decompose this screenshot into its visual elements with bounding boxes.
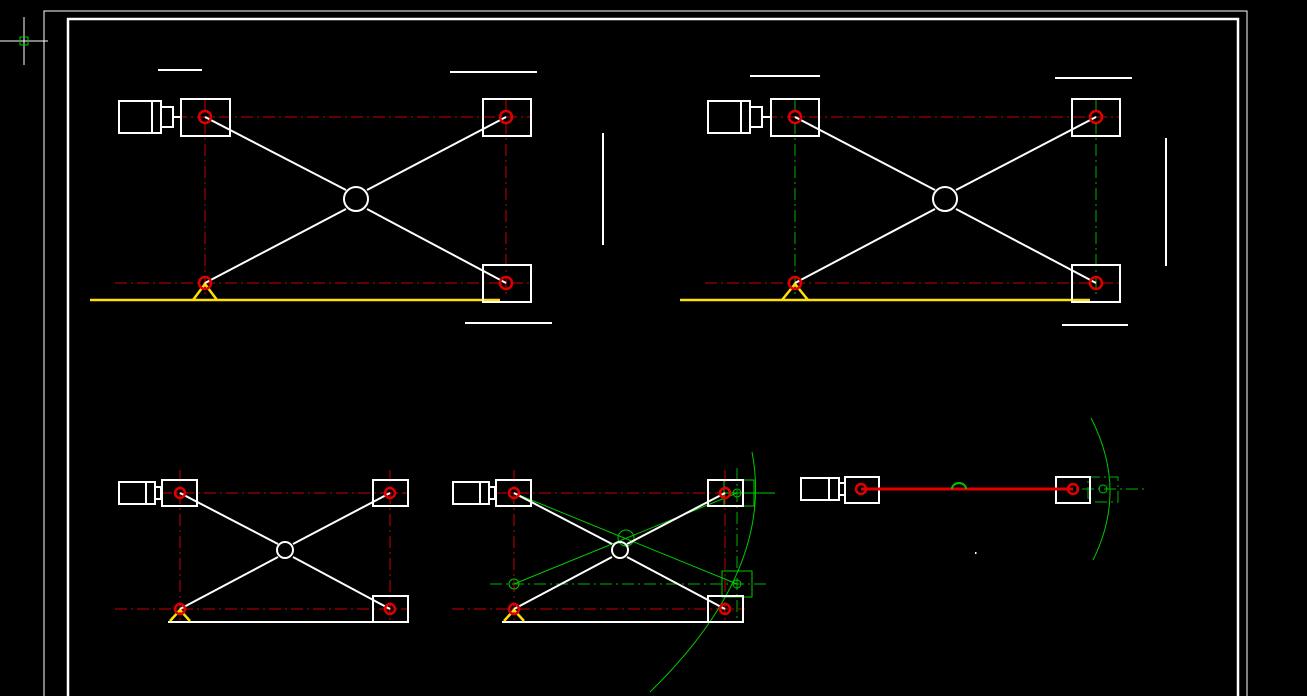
scissor-arm[interactable] <box>292 492 391 545</box>
construction-slider <box>1087 476 1119 503</box>
outer-border-frame <box>43 10 1248 696</box>
pivot-point[interactable] <box>498 109 514 125</box>
slider-block[interactable] <box>482 264 532 303</box>
scissor-arm[interactable] <box>794 116 936 191</box>
slider-block[interactable] <box>1071 98 1121 137</box>
pivot-point[interactable] <box>383 486 397 500</box>
slider-block[interactable] <box>707 479 744 507</box>
construction-arm <box>513 492 738 585</box>
scissor-arm[interactable] <box>955 116 1097 191</box>
pivot-point[interactable] <box>718 486 732 500</box>
fixed-support-icon <box>781 282 809 301</box>
pivot-point[interactable] <box>197 275 213 291</box>
slider-block[interactable] <box>707 595 744 623</box>
pivot-point[interactable] <box>173 602 187 616</box>
pivot-point[interactable] <box>1088 275 1104 291</box>
pivot-point[interactable] <box>787 109 803 125</box>
hydraulic-cylinder[interactable] <box>707 100 751 134</box>
view-1-scissor-mechanism[interactable] <box>90 69 604 324</box>
pivot-point[interactable] <box>197 109 213 125</box>
pivot-point[interactable] <box>718 602 732 616</box>
scissor-arm[interactable] <box>626 492 726 545</box>
center-pivot-joint[interactable] <box>951 482 967 490</box>
center-pivot-joint[interactable] <box>932 186 958 212</box>
slider-block[interactable] <box>372 479 409 507</box>
scissor-arm[interactable] <box>204 116 347 191</box>
pivot-point[interactable] <box>787 275 803 291</box>
hydraulic-cylinder[interactable] <box>800 477 840 501</box>
hydraulic-cylinder[interactable] <box>452 481 490 505</box>
scissor-arm[interactable] <box>955 208 1097 284</box>
construction-pivot <box>508 578 520 590</box>
scissor-arm[interactable] <box>179 492 279 545</box>
fixed-support-icon <box>503 608 525 622</box>
center-pivot-joint[interactable] <box>276 541 294 559</box>
pivot-point[interactable] <box>173 486 187 500</box>
scissor-arm[interactable] <box>513 492 613 545</box>
hydraulic-cylinder[interactable] <box>118 481 156 505</box>
fixed-support-icon <box>169 608 191 622</box>
pivot-point[interactable] <box>1066 482 1080 496</box>
slider-block[interactable] <box>482 98 532 137</box>
fixed-support-icon <box>192 281 218 301</box>
crosshair-cursor-icon <box>0 17 48 65</box>
hydraulic-cylinder[interactable] <box>118 100 162 134</box>
slider-block[interactable] <box>161 479 198 507</box>
slider-block[interactable] <box>770 98 820 137</box>
pivot-point[interactable] <box>1088 109 1104 125</box>
scissor-arm[interactable] <box>366 208 507 284</box>
view-5-scissor-closed[interactable] <box>800 417 1147 561</box>
scissor-arm[interactable] <box>292 556 391 610</box>
pivot-point[interactable] <box>507 602 521 616</box>
stray-dot <box>975 552 977 554</box>
center-pivot-joint[interactable] <box>611 541 629 559</box>
slider-block[interactable] <box>495 479 532 507</box>
pivot-point[interactable] <box>507 486 521 500</box>
scissor-arm[interactable] <box>513 556 613 610</box>
scissor-arm[interactable] <box>179 556 279 610</box>
construction-pivot <box>1098 484 1108 494</box>
construction-pivot <box>732 579 742 589</box>
slider-block[interactable] <box>372 595 409 623</box>
pivot-point[interactable] <box>854 482 868 496</box>
slider-block[interactable] <box>180 98 231 137</box>
scissor-arm[interactable] <box>366 116 507 191</box>
pivot-point[interactable] <box>383 602 397 616</box>
view-4-scissor-motion-study[interactable] <box>452 451 775 693</box>
view-2-scissor-mechanism[interactable] <box>680 75 1167 326</box>
scissor-arm[interactable] <box>204 208 347 284</box>
inner-border-frame <box>66 17 1240 696</box>
center-pivot-joint[interactable] <box>343 186 369 212</box>
view-3-scissor-mechanism[interactable] <box>115 470 409 623</box>
motion-arc <box>649 451 757 693</box>
pivot-point[interactable] <box>498 275 514 291</box>
scissor-arm[interactable] <box>626 556 726 610</box>
construction-pivot <box>732 488 742 498</box>
scissor-arm[interactable] <box>794 208 936 284</box>
slider-block[interactable] <box>1071 264 1121 303</box>
